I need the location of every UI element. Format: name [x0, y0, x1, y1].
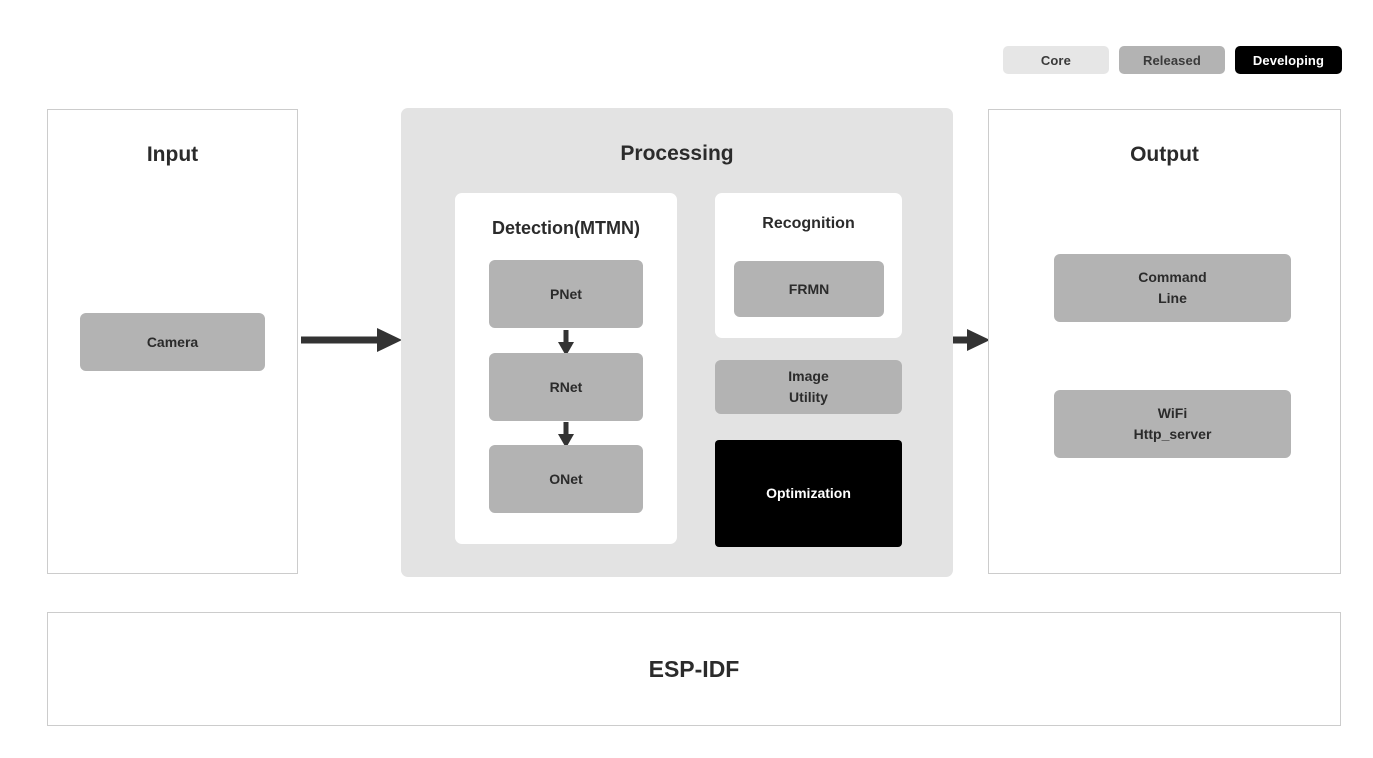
- panel-output: Output: [988, 109, 1341, 574]
- panel-processing-title: Processing: [620, 142, 734, 165]
- footer-label: ESP-IDF: [648, 655, 740, 682]
- node-camera[interactable]: Camera: [80, 313, 265, 371]
- node-onet[interactable]: ONet: [489, 445, 643, 513]
- legend-label-developing: Developing: [1252, 52, 1324, 68]
- node-image-utility[interactable]: Image Utility: [715, 360, 902, 414]
- node-command-line[interactable]: Command Line: [1054, 254, 1291, 322]
- card-detection-title: Detection(MTMN): [492, 218, 640, 238]
- node-wifi-http-server[interactable]: WiFi Http_server: [1054, 390, 1291, 458]
- legend-chip-core[interactable]: Core: [1002, 46, 1109, 74]
- legend-label-released: Released: [1142, 52, 1201, 68]
- arrow-input-to-processing-icon: [301, 324, 402, 356]
- node-rnet[interactable]: RNet: [489, 353, 643, 421]
- node-frmn[interactable]: FRMN: [734, 261, 884, 317]
- card-recognition-title: Recognition: [762, 215, 855, 232]
- legend-label-core: Core: [1040, 52, 1071, 68]
- node-pnet[interactable]: PNet: [489, 260, 643, 328]
- arrow-processing-to-output-icon: [953, 326, 990, 354]
- node-optimization[interactable]: Optimization: [715, 440, 902, 547]
- legend-chip-developing[interactable]: Developing: [1234, 46, 1342, 74]
- footer-esp-idf: ESP-IDF: [47, 612, 1341, 726]
- arrow-pnet-to-rnet-icon: [557, 330, 575, 356]
- panel-input-title: Input: [146, 143, 199, 166]
- panel-output-title: Output: [1130, 143, 1199, 166]
- legend: Core Released Developing: [1002, 46, 1342, 74]
- legend-chip-released[interactable]: Released: [1118, 46, 1225, 74]
- arrow-rnet-to-onet-icon: [557, 422, 575, 448]
